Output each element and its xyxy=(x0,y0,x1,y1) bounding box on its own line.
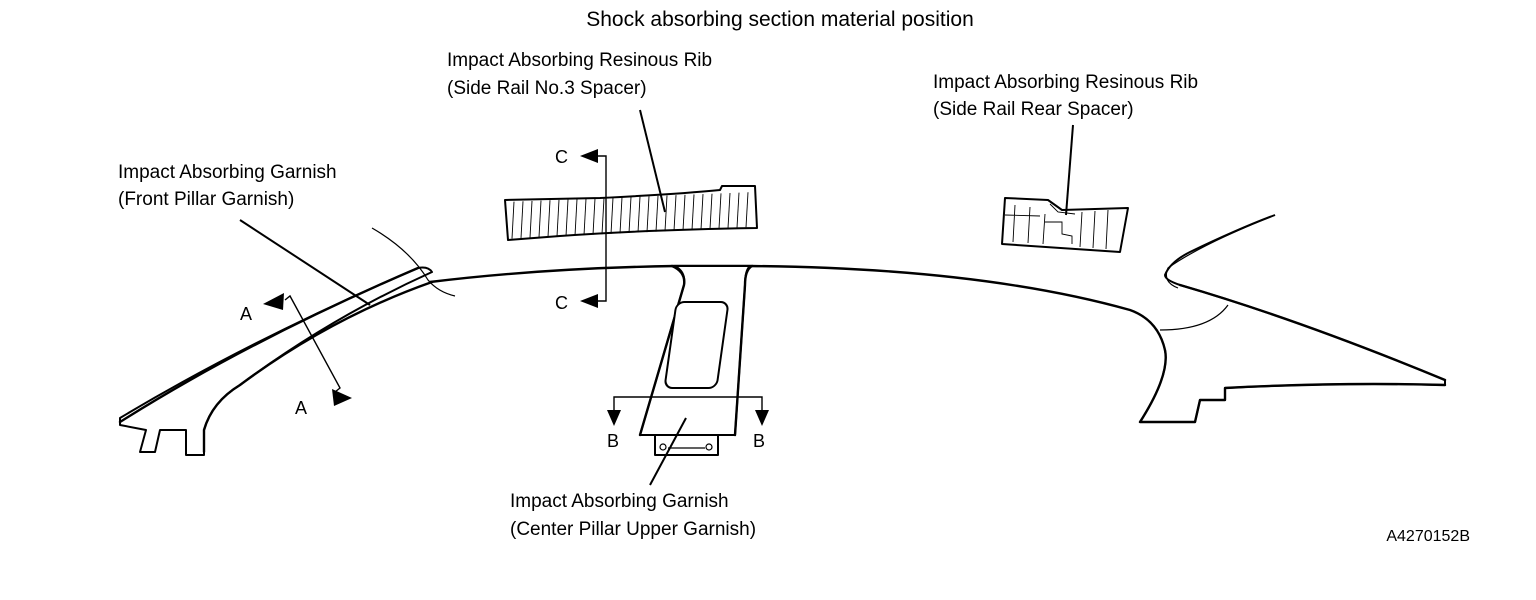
leader-rib-rear xyxy=(1065,124,1074,216)
center-pillar-window xyxy=(664,301,729,389)
center-pillar-clip xyxy=(654,434,719,456)
center-pillar-left-edge xyxy=(638,264,686,437)
rear-quarter-top-edge xyxy=(1178,283,1447,382)
section-c-cut-line xyxy=(596,155,607,302)
rib-line xyxy=(718,193,722,229)
section-c-bottom-label: C xyxy=(555,293,568,313)
rib-line xyxy=(619,197,623,234)
section-b-left-label: B xyxy=(607,431,619,451)
rib-line xyxy=(628,196,632,233)
front-pillar-label-line1: Impact Absorbing Garnish xyxy=(118,162,337,183)
section-c-top-arrow xyxy=(580,149,598,163)
rib-line xyxy=(601,198,605,235)
front-pillar-label-line2: (Front Pillar Garnish) xyxy=(118,189,294,210)
section-b-cut-line xyxy=(613,396,763,412)
section-c-top-label: C xyxy=(555,147,568,167)
rib-line xyxy=(673,195,677,231)
rib-line xyxy=(565,199,569,237)
side-rail-rear-spacer xyxy=(1001,197,1129,253)
section-a-top-arrow xyxy=(263,293,284,310)
rib-line xyxy=(655,195,659,232)
center-pillar-label-line2: (Center Pillar Upper Garnish) xyxy=(510,519,756,540)
roof-rail-top-edge xyxy=(428,264,1167,352)
front-pillar-garnish xyxy=(119,266,433,456)
section-c-bottom-arrow xyxy=(580,294,598,308)
leader-rib-no3 xyxy=(639,109,666,213)
diagram-title: Shock absorbing section material positio… xyxy=(586,8,974,31)
section-a-top-label: A xyxy=(240,304,252,324)
section-a-bottom-arrow xyxy=(332,389,352,406)
rib-line xyxy=(547,200,551,237)
front-pillar-outer-edge xyxy=(118,266,420,424)
rib-line xyxy=(727,192,731,229)
section-b-right-label: B xyxy=(753,431,765,451)
rib-line xyxy=(637,196,641,233)
rib-line xyxy=(538,200,542,238)
rib-no3-label-line2: (Side Rail No.3 Spacer) xyxy=(447,78,647,99)
leader-center-pillar xyxy=(649,417,687,486)
rib-line xyxy=(556,199,560,237)
rear-spacer-detail xyxy=(1004,203,1109,250)
rib-line xyxy=(583,198,587,236)
rib-line xyxy=(745,192,749,228)
rib-line xyxy=(682,194,686,231)
section-a-cut-line xyxy=(284,294,341,393)
rib-line xyxy=(664,195,668,232)
rib-line xyxy=(709,193,713,230)
windshield-trim-line xyxy=(371,227,456,297)
rib-line xyxy=(511,201,515,239)
rib-rear-label-line2: (Side Rail Rear Spacer) xyxy=(933,99,1134,120)
section-b-left-arrow xyxy=(607,410,621,426)
clip-hole-left xyxy=(659,443,667,451)
section-a-bottom-label: A xyxy=(295,398,307,418)
rib-line xyxy=(691,194,695,230)
rear-window-trim-line xyxy=(1159,214,1276,331)
side-rail-no3-spacer xyxy=(504,185,758,241)
clip-hole-right xyxy=(705,443,713,451)
rib-line xyxy=(736,192,740,228)
rear-quarter-outer-edge xyxy=(1138,348,1447,424)
rib-line xyxy=(529,200,533,238)
center-pillar-right-edge xyxy=(733,264,754,437)
rib-rear-label-line1: Impact Absorbing Resinous Rib xyxy=(933,72,1198,93)
section-b-right-arrow xyxy=(755,410,769,426)
rib-line xyxy=(592,198,596,235)
figure-code: A4270152B xyxy=(1386,528,1470,545)
rib-line xyxy=(574,199,578,236)
rear-quarter-garnish xyxy=(1139,214,1446,423)
rib-line xyxy=(646,196,650,233)
front-pillar-inner-edge xyxy=(202,280,434,454)
center-pillar-label-line1: Impact Absorbing Garnish xyxy=(510,491,729,512)
leader-front-pillar xyxy=(239,219,371,306)
rib-line xyxy=(610,197,614,234)
rib-line xyxy=(520,201,524,239)
rib-no3-label-line1: Impact Absorbing Resinous Rib xyxy=(447,50,712,71)
rib-line xyxy=(700,194,704,230)
side-rail-no3-ribs xyxy=(511,192,749,239)
